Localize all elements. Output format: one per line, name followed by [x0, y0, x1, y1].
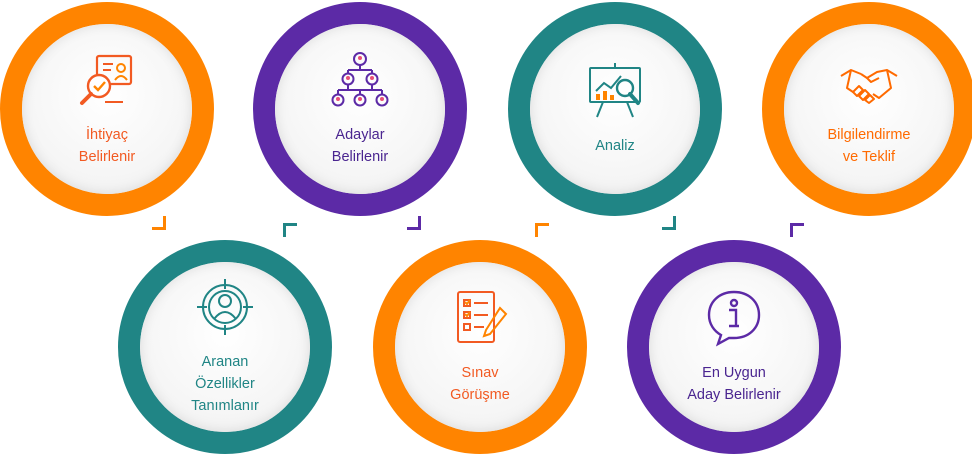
- org-hierarchy-icon: [331, 52, 389, 107]
- connector-chevron: [152, 216, 166, 230]
- target-person-icon: [197, 279, 253, 335]
- connector-chevron: [283, 223, 297, 237]
- step-bilgilendirme: Bilgilendirme ve Teklif: [762, 2, 972, 216]
- connector-chevron: [535, 223, 549, 237]
- magnifier-certificate-icon: [80, 54, 133, 105]
- info-bubble-icon: [707, 290, 761, 347]
- step-label: Bilgilendirme ve Teklif: [827, 127, 911, 165]
- step-label: En Uygun Aday Belirlenir: [687, 365, 781, 403]
- step-aranan-ozellikler: Aranan Özellikler Tanımlanır: [118, 240, 332, 454]
- step-sinav-gorusme: Sınav Görüşme: [373, 240, 587, 454]
- analytics-board-icon: [589, 63, 641, 118]
- step-adaylar: Adaylar Belirlenir: [253, 2, 467, 216]
- connector-chevron: [407, 216, 421, 230]
- connector-chevron: [790, 223, 804, 237]
- step-label: Sınav Görüşme: [450, 365, 510, 403]
- step-en-uygun-aday: En Uygun Aday Belirlenir: [627, 240, 841, 454]
- step-analiz: Analiz: [508, 2, 722, 216]
- checklist-pen-icon: [457, 291, 508, 343]
- handshake-icon: [840, 69, 898, 104]
- step-label: Analiz: [595, 138, 635, 154]
- step-label: Adaylar Belirlenir: [331, 127, 389, 165]
- step-label: Aranan Özellikler Tanımlanır: [191, 354, 259, 414]
- step-label: İhtiyaç Belirlenir: [78, 127, 136, 165]
- step-ihtiyac: İhtiyaç Belirlenir: [0, 2, 214, 216]
- connector-chevron: [662, 216, 676, 230]
